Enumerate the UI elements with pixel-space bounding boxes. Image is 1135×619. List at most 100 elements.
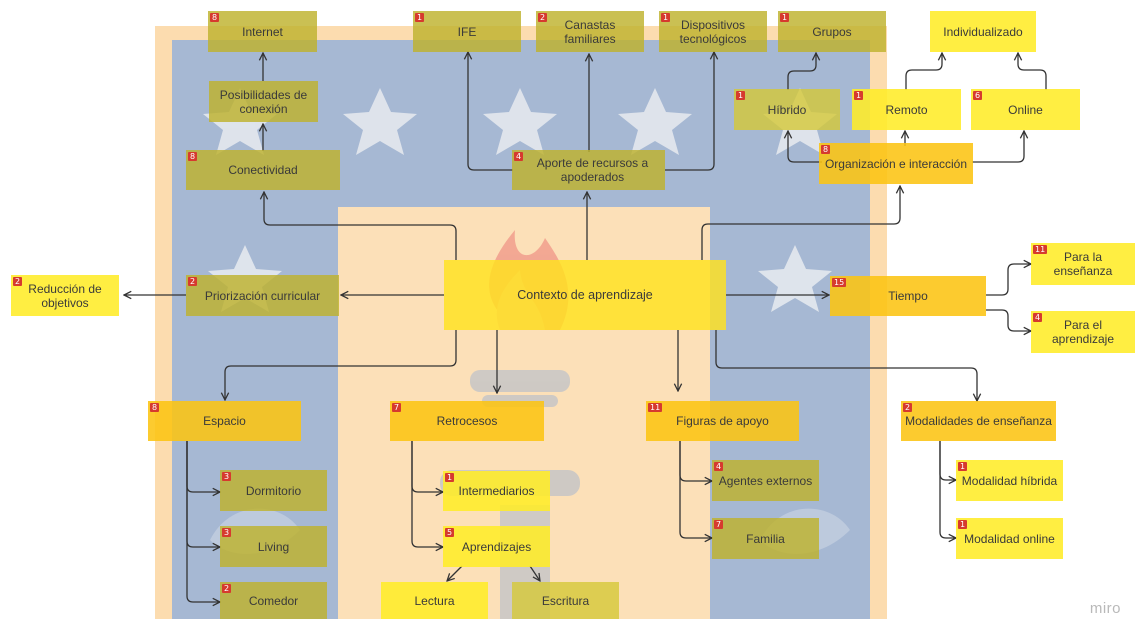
node-label: Espacio: [203, 414, 246, 428]
count-badge: 6: [973, 91, 983, 100]
edge-remoto-individualizado: [905, 53, 942, 90]
node-label: Conectividad: [228, 163, 298, 177]
node-canastas[interactable]: 2 Canastas familiares: [536, 11, 644, 52]
count-badge: 7: [714, 520, 724, 529]
edge-aprendizajes-escritura: [529, 565, 540, 581]
node-label: Agentes externos: [718, 473, 813, 488]
count-badge: 1: [854, 91, 864, 100]
node-online[interactable]: 6 Online: [971, 89, 1080, 130]
count-badge: 8: [188, 152, 198, 161]
count-badge: 2: [188, 277, 198, 286]
count-badge: 2: [903, 403, 913, 412]
node-modalidades[interactable]: 2 Modalidades de enseñanza: [901, 401, 1056, 441]
node-espacio[interactable]: 8 Espacio: [148, 401, 301, 441]
node-label: Contexto de aprendizaje: [517, 288, 653, 302]
count-badge: 1: [958, 520, 968, 529]
node-figuras[interactable]: 11 Figuras de apoyo: [646, 401, 799, 441]
node-grupos[interactable]: 1 Grupos: [778, 11, 886, 52]
node-label: Posibilidades de conexión: [219, 87, 308, 116]
node-label: Online: [1008, 102, 1043, 117]
node-aporte[interactable]: 4 Aporte de recursos a apoderados: [512, 150, 665, 190]
node-conectividad[interactable]: 8 Conectividad: [186, 150, 340, 190]
edge-tiempo-ensenanza: [986, 264, 1031, 296]
node-retrocesos[interactable]: 7 Retrocesos: [390, 401, 544, 441]
count-badge: 11: [1033, 245, 1048, 254]
node-comedor[interactable]: 2 Comedor: [220, 582, 327, 619]
node-intermediarios[interactable]: 1 Intermediarios: [443, 471, 550, 511]
edge-contexto-organizacion: [701, 186, 900, 260]
node-living[interactable]: 3 Living: [220, 526, 327, 567]
node-label: Modalidad online: [964, 531, 1055, 546]
node-label: Intermediarios: [458, 484, 535, 498]
star-icon: [618, 88, 692, 155]
count-badge: 8: [210, 13, 220, 22]
edge-retrocesos-aprendizajes: [411, 441, 443, 547]
node-familia[interactable]: 7 Familia: [712, 518, 819, 559]
node-label: Tiempo: [888, 289, 928, 303]
node-aprendizajes[interactable]: 5 Aprendizajes: [443, 526, 550, 567]
node-priorizacion[interactable]: 2 Priorización curricular: [186, 275, 339, 316]
node-posibilidades[interactable]: Posibilidades de conexión: [209, 81, 318, 122]
count-badge: 11: [648, 403, 663, 412]
node-contexto[interactable]: Contexto de aprendizaje: [444, 260, 726, 330]
star-icon: [483, 88, 557, 155]
edge-hibrido-grupos: [787, 53, 816, 90]
node-label: Retrocesos: [436, 414, 498, 428]
node-label: IFE: [457, 24, 477, 39]
node-label: Modalidad híbrida: [961, 473, 1058, 488]
count-badge: 2: [538, 13, 548, 22]
count-badge: 5: [445, 528, 455, 537]
node-organizacion[interactable]: 8 Organización e interacción: [819, 143, 973, 184]
node-label: Organización e interacción: [824, 156, 968, 171]
node-label: Reducción de objetivos: [28, 281, 102, 310]
node-para-ensenanza[interactable]: 11 Para la enseñanza: [1031, 243, 1135, 285]
count-badge: 4: [1033, 313, 1043, 322]
node-modalidad-online[interactable]: 1 Modalidad online: [956, 518, 1063, 559]
edge-organizacion-online: [972, 131, 1024, 163]
count-badge: 1: [780, 13, 790, 22]
edge-contexto-espacio: [225, 330, 457, 400]
node-label: Para el aprendizaje: [1051, 318, 1115, 346]
node-reduccion[interactable]: 2 Reducción de objetivos: [11, 275, 119, 316]
node-modalidad-hibrida[interactable]: 1 Modalidad híbrida: [956, 460, 1063, 501]
node-agentes[interactable]: 4 Agentes externos: [712, 460, 819, 501]
edge-espacio-living: [186, 441, 220, 547]
node-label: Canastas familiares: [564, 17, 616, 46]
node-remoto[interactable]: 1 Remoto: [852, 89, 961, 130]
node-label: Individualizado: [943, 24, 1023, 39]
node-label: Comedor: [248, 593, 299, 608]
node-lectura[interactable]: Lectura: [381, 582, 488, 619]
node-label: Para la enseñanza: [1053, 250, 1113, 278]
edge-contexto-conectividad: [264, 192, 457, 260]
node-dormitorio[interactable]: 3 Dormitorio: [220, 470, 327, 511]
node-escritura[interactable]: Escritura: [512, 582, 619, 619]
node-label: Familia: [746, 531, 785, 546]
count-badge: 4: [514, 152, 524, 161]
count-badge: 2: [222, 584, 232, 593]
count-badge: 7: [392, 403, 402, 412]
node-label: Híbrido: [767, 102, 807, 117]
edge-modalidades-online: [939, 441, 956, 538]
node-hibrido[interactable]: 1 Híbrido: [734, 89, 840, 130]
node-label: Figuras de apoyo: [676, 414, 769, 428]
count-badge: 2: [13, 277, 23, 286]
edge-retrocesos-intermediarios: [411, 441, 443, 492]
node-label: Remoto: [885, 102, 928, 117]
edge-espacio-comedor: [186, 441, 220, 602]
node-ife[interactable]: 1 IFE: [413, 11, 521, 52]
node-para-aprendizaje[interactable]: 4 Para el aprendizaje: [1031, 311, 1135, 353]
edge-aporte-ife: [468, 52, 513, 171]
node-label: Dispositivos tecnológicos: [679, 17, 747, 46]
edge-modalidades-hibrida: [939, 441, 956, 480]
edge-aprendizajes-lectura: [447, 565, 463, 581]
node-dispositivos[interactable]: 1 Dispositivos tecnológicos: [659, 11, 767, 52]
node-label: Dormitorio: [245, 483, 302, 498]
node-individualizado[interactable]: Individualizado: [930, 11, 1036, 52]
node-tiempo[interactable]: 15 Tiempo: [830, 276, 986, 316]
star-icon: [343, 88, 417, 155]
node-internet[interactable]: 8 Internet: [208, 11, 317, 52]
node-label: Lectura: [414, 593, 455, 608]
count-badge: 1: [736, 91, 746, 100]
count-badge: 1: [415, 13, 425, 22]
